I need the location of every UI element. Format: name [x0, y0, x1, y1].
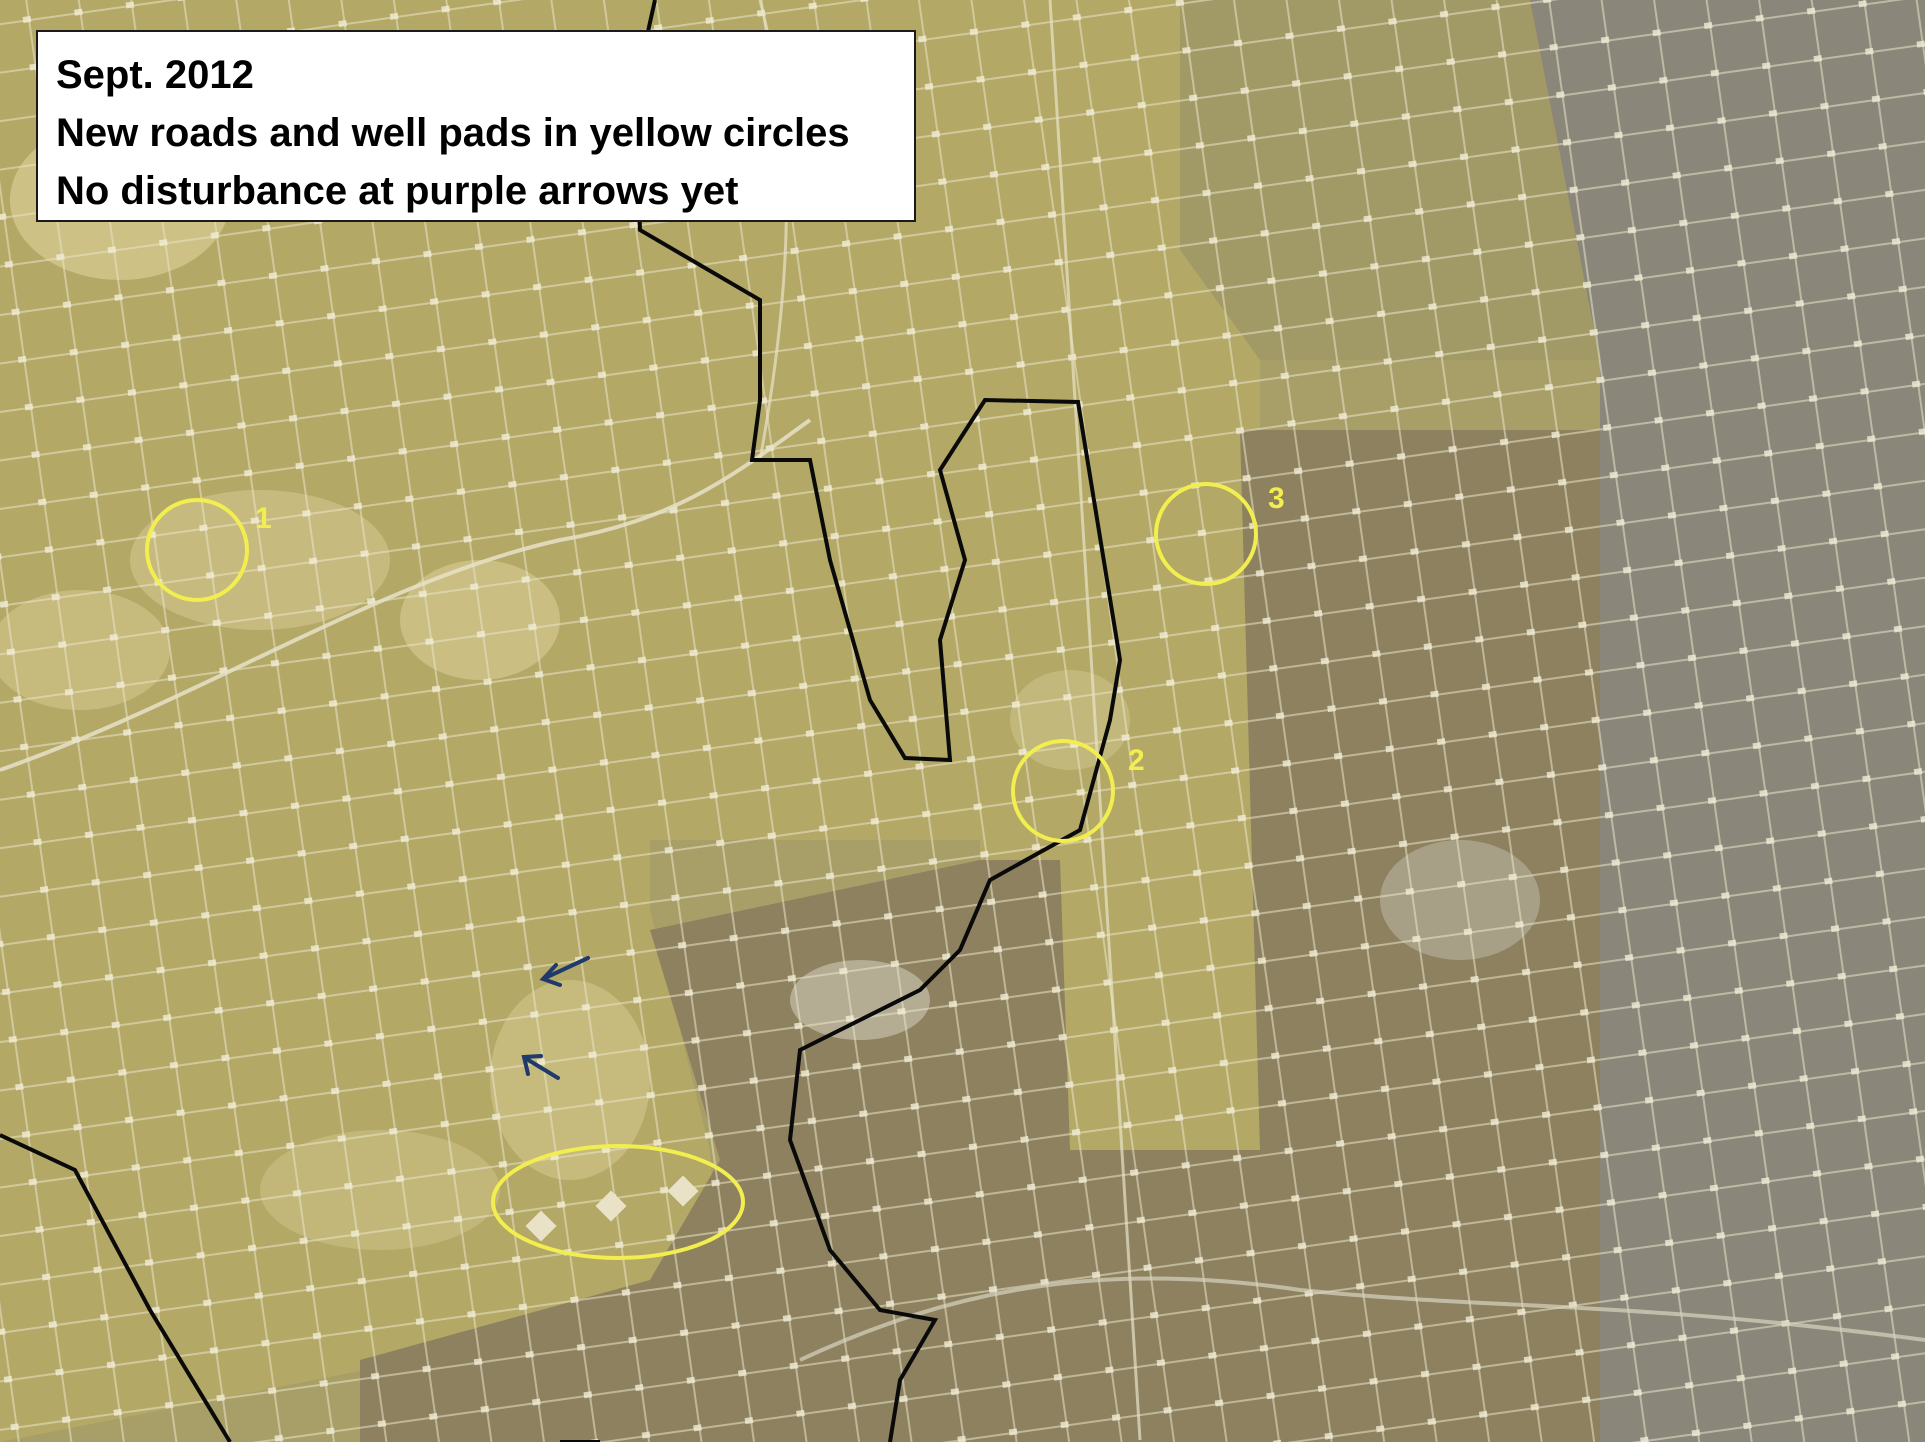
boundary-line-southwest: [0, 1133, 232, 1442]
marker-label-3: 3: [1268, 482, 1285, 515]
marker-circle-2: [1011, 739, 1115, 843]
marker-circle-1: [145, 498, 249, 602]
marker-circle-3: [1154, 482, 1258, 586]
marker-label-2: 2: [1128, 744, 1145, 777]
marker-label-1: 1: [255, 502, 272, 535]
arrow-marker-lower: [521, 1054, 560, 1080]
caption-date: Sept. 2012: [56, 53, 254, 97]
boundary-line-north: [632, 0, 1123, 1442]
map-caption-box: Sept. 2012 New roads and well pads in ye…: [36, 30, 916, 222]
caption-line-purple-arrows: No disturbance at purple arrows yet: [56, 169, 739, 213]
marker-ellipse-well-pads: [491, 1144, 745, 1260]
arrow-marker-upper: [539, 956, 590, 987]
caption-line-yellow-circles: New roads and well pads in yellow circle…: [56, 111, 850, 155]
